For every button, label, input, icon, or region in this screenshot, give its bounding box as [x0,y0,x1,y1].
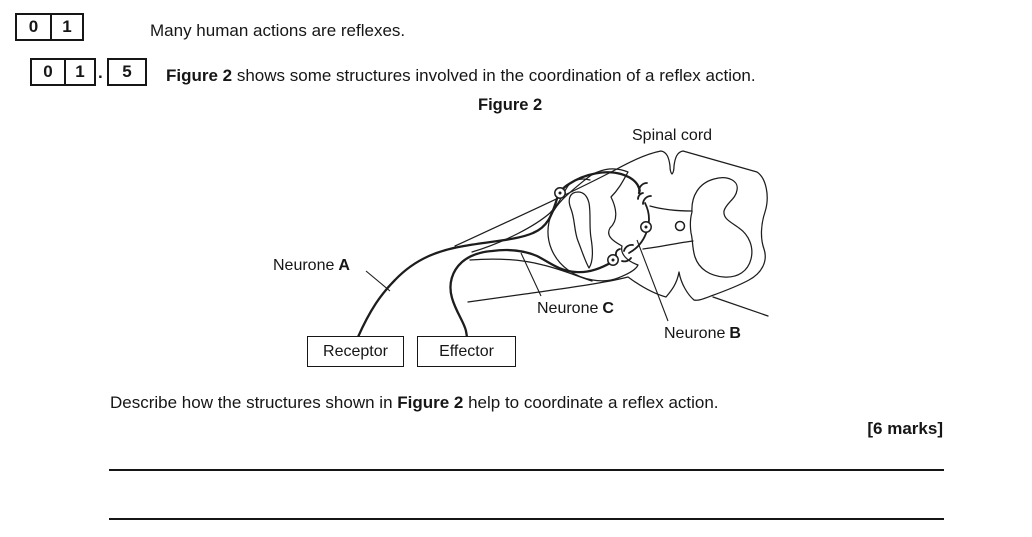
neurone-a-leader-line [365,270,391,292]
question-intro-text: Many human actions are reflexes. [150,21,406,40]
grey-matter-left-wing [547,168,639,282]
task-text-suffix: help to coordinate a reflex action. [463,393,719,412]
question-digit: 0 [43,62,53,81]
effector-box: Effector [417,336,516,367]
question-subpart-box: 5 [107,58,147,86]
answer-line [109,518,944,520]
marks-badge: [6 marks] [867,419,943,438]
grey-matter-island [568,191,593,269]
question-number-box-01: 0 1 [15,13,84,41]
sensory-cell-body [554,187,566,199]
subquestion-text-rest: shows some structures involved in the co… [232,66,756,85]
grey-matter-bridge-bottom [642,240,694,250]
question-digit: 1 [50,15,82,39]
question-subpart-digit: 5 [122,62,132,81]
question-number-box-01-5: 0 1 [30,58,96,86]
subquestion-text: Figure 2 shows some structures involved … [166,66,756,86]
grey-matter-right-wing [689,177,753,278]
neurone-a-fibre [356,171,641,339]
question-digit: 0 [28,17,39,36]
figure-reference-bold: Figure 2 [166,66,233,85]
ventral-root-sheath [469,258,593,282]
question-number-dot: . [98,63,103,82]
relay-cell-body [640,221,652,233]
synapse-terminal-a [637,182,652,205]
neurone-c-leader-line [520,252,542,297]
spinal-cord-label: Spinal cord [632,127,712,144]
spinal-cord-cut-line [712,296,769,317]
receptor-box: Receptor [307,336,404,367]
answer-line [109,469,944,471]
motor-cell-body [607,254,619,266]
grey-matter-bridge-top [649,205,693,212]
synapse-terminal-b [615,244,634,263]
neurone-c-fibre [449,248,614,339]
central-canal [674,220,686,232]
task-figure-reference-bold: Figure 2 [397,393,464,412]
question-digit: 1 [64,60,94,84]
figure-title: Figure 2 [478,96,543,114]
neurone-b-leader-line [636,239,669,322]
task-text-prefix: Describe how the structures shown in [110,393,398,412]
spinal-cord-outline [454,150,768,303]
task-text: Describe how the structures shown in Fig… [110,393,719,413]
